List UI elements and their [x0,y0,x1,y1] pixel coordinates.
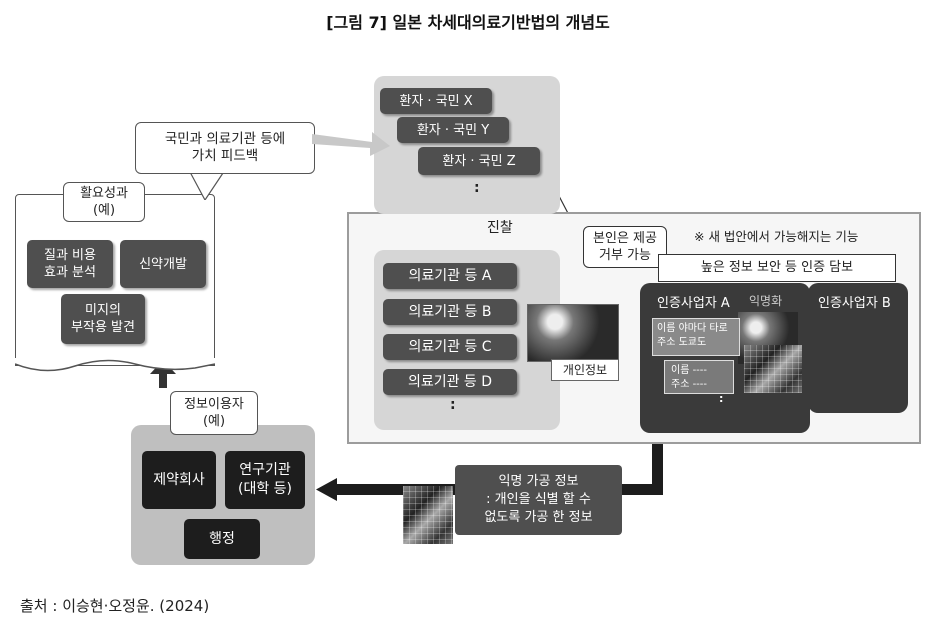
document-wave-edge [15,358,215,372]
patient-y: 환자 · 국민 Y [397,117,509,143]
outcomes-callout: 활요성과 (예) [63,182,145,222]
patients-ellipsis: : [474,180,480,196]
anon-pixel-image [403,486,453,544]
new-law-note: ※ 새 법안에서 가능해지는 기능 [694,229,859,244]
outcome-drug-development: 신약개발 [120,240,206,288]
security-bar: 높은 정보 보안 등 인증 담보 [658,254,896,282]
users-callout: 정보이용자 (예) [170,391,258,435]
outcome-cost-analysis: 질과 비용 효과 분석 [27,240,113,288]
source-note: 출처 : 이승현·오정윤. (2024) [20,597,210,615]
patient-x: 환자 · 국민 X [380,88,492,114]
record-card-1: 이름 야마다 타로 주소 도쿄도 [652,318,740,356]
record-ellipsis: : [719,392,724,405]
figure-title: [그림 7] 일본 차세대의료기반법의 개념도 [326,13,610,32]
operator-b-label: 인증사업자 B [818,296,891,311]
record-card-2: 이름 ---- 주소 ---- [664,360,734,394]
institutions-ellipsis: : [450,397,456,413]
consult-label: 진찰 [487,220,513,236]
institution-c: 의료기관 등 C [383,334,517,360]
feedback-arrow [312,132,390,156]
to-users-arrow [316,478,337,501]
operator-b-panel [808,283,908,413]
feedback-callout: 국민과 의료기관 등에 가치 피드백 [135,122,315,174]
outcome-side-effects: 미지의 부작용 발견 [61,294,145,344]
anon-info-box: 익명 가공 정보 : 개인을 식별 할 수 없도록 가공 한 정보 [455,465,622,535]
refusal-callout: 본인은 제공 거부 가능 [583,226,667,268]
institution-b: 의료기관 등 B [383,299,517,325]
patient-z: 환자 · 국민 Z [418,147,540,175]
institution-d: 의료기관 등 D [383,369,517,395]
pixelated-face [744,345,802,393]
user-research: 연구기관 (대학 등) [225,451,305,509]
user-government: 행정 [184,519,260,559]
personal-info-label: 개인정보 [551,359,619,381]
operator-a-label: 인증사업자 A [657,296,730,311]
user-pharma: 제약회사 [142,451,216,509]
institution-a: 의료기관 등 A [383,263,517,289]
personal-info-photo [527,304,619,362]
anonymize-label: 익명화 [749,294,783,308]
